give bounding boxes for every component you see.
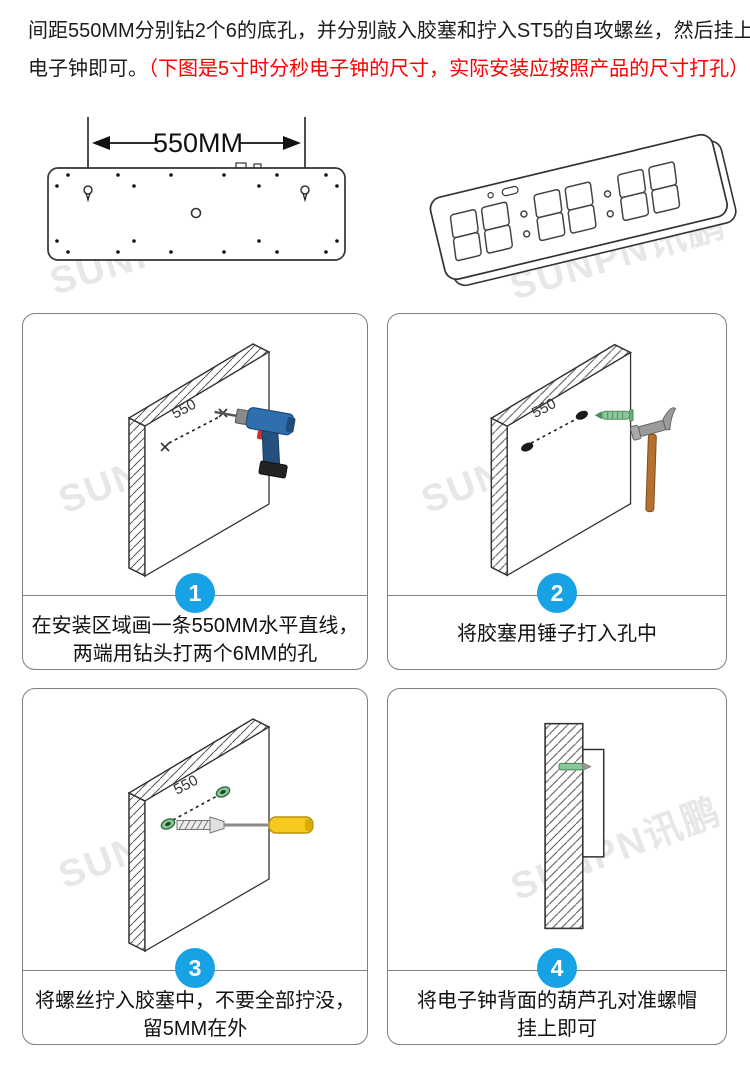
clock-side-profile bbox=[582, 748, 605, 858]
wall-illustration bbox=[490, 343, 632, 577]
step-caption: 在安装区域画一条550MM水平直线， 两端用钻头打两个6MM的孔 bbox=[23, 595, 367, 665]
intro-line-2: 电子钟即可。（下图是5寸时分秒电子钟的尺寸，实际安装应按照产品的尺寸打孔） bbox=[28, 50, 749, 88]
back-panel-diagram: SUNPN讯鹏 550MM bbox=[45, 117, 346, 304]
colon-dot bbox=[520, 210, 528, 218]
intro-line-2-red: （下图是5寸时分秒电子钟的尺寸，实际安装应按照产品的尺寸打孔） bbox=[148, 58, 750, 80]
step-panel-3: SUNPN讯鹏 550 3 将螺丝拧入胶塞中，不要全部 bbox=[22, 688, 368, 1045]
step-1-illustration: SUNPN讯鹏 550 bbox=[53, 343, 296, 578]
step-2-illustration: SUNPN讯鹏 550 bbox=[416, 343, 677, 577]
intro-line-1: 间距550MM分别钻2个6的底孔，并分别敲入胶塞和拧入ST5的自攻螺丝，然后挂上 bbox=[28, 20, 750, 42]
wall-illustration bbox=[127, 718, 271, 953]
step-number-badge: 3 bbox=[175, 948, 215, 988]
clock-top-buttons bbox=[487, 185, 519, 199]
step-panel-1: SUNPN讯鹏 550 1 在安装区域画一条550MM水平直线， 两端用钻头打两… bbox=[22, 313, 368, 670]
colon-dot bbox=[603, 190, 612, 198]
step-number-badge: 4 bbox=[537, 948, 577, 988]
clock-back-plate bbox=[47, 162, 346, 261]
mounted-screw-icon bbox=[558, 762, 592, 771]
step-4-illustration: SUNPN讯鹏 bbox=[505, 722, 726, 930]
watermark: SUNPN讯鹏 bbox=[505, 790, 726, 909]
step-number-badge: 1 bbox=[175, 573, 215, 613]
screwdriver-icon bbox=[224, 816, 314, 834]
screw-dots bbox=[55, 173, 339, 254]
colon-dot bbox=[522, 230, 531, 238]
keyhole-left bbox=[83, 185, 93, 203]
wall-side-view bbox=[544, 722, 584, 930]
screw-icon bbox=[176, 816, 225, 834]
step-caption: 将电子钟背面的葫芦孔对准螺帽 挂上即可 bbox=[388, 970, 726, 1040]
center-hole bbox=[190, 207, 202, 219]
wall-plug-icon bbox=[594, 409, 634, 422]
intro-line-2-black: 电子钟即可。 bbox=[28, 58, 148, 80]
wall-illustration bbox=[127, 343, 271, 578]
step-panel-2: SUNPN讯鹏 550 2 将胶塞用锤子打入孔中 bbox=[387, 313, 727, 670]
dimension-arrow bbox=[92, 136, 301, 150]
intro-text: 间距550MM分别钻2个6的底孔，并分别敲入胶塞和拧入ST5的自攻螺丝，然后挂上… bbox=[28, 12, 750, 88]
colon-dot bbox=[606, 210, 615, 218]
seven-segment-digits bbox=[449, 161, 681, 262]
keyhole-right bbox=[300, 185, 310, 203]
drill-icon bbox=[214, 407, 296, 479]
step-panel-4: SUNPN讯鹏 4 将电子钟背面的葫芦孔对准螺帽 挂上即可 bbox=[387, 688, 727, 1045]
dimension-label: 550MM bbox=[153, 128, 243, 158]
step-number-badge: 2 bbox=[537, 573, 577, 613]
step-3-illustration: SUNPN讯鹏 550 bbox=[53, 718, 314, 953]
hammer-icon bbox=[629, 407, 677, 513]
clock-3d-diagram: SUNPN讯鹏 bbox=[429, 133, 737, 309]
